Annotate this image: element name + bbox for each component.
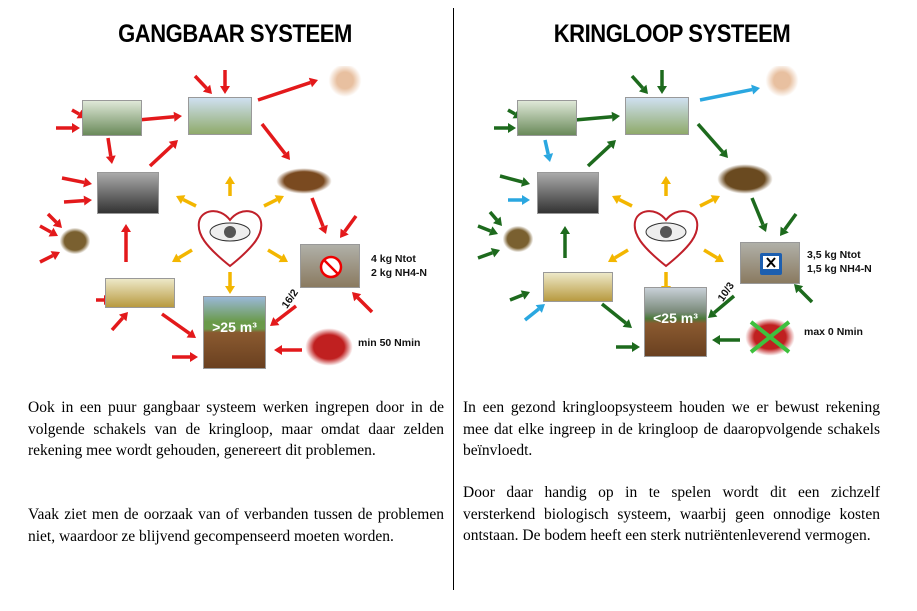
arrow (608, 248, 629, 263)
nutrient-label-1: 3,5 kg Ntot (807, 249, 861, 261)
fertilizer-spreader-image (305, 328, 353, 366)
arrow (630, 74, 648, 94)
woman-drinking-image (328, 66, 362, 102)
silage-image (543, 272, 613, 302)
arrow (586, 140, 616, 168)
arrow (600, 302, 632, 328)
arrow (494, 123, 516, 133)
left-paragraph-1: Ook in een puur gangbaar systeem werken … (28, 399, 444, 459)
arrow (160, 312, 196, 338)
arrow (708, 294, 736, 318)
arrow (257, 77, 318, 102)
arrow (543, 139, 554, 162)
arrow (477, 224, 498, 236)
arrow (699, 195, 720, 208)
arrow (661, 176, 671, 196)
arrow (263, 195, 284, 208)
arrow (657, 70, 667, 94)
nutrient-label-2: 1,5 kg NH4-N (807, 263, 872, 275)
soil-field-image: <25 m³ (644, 287, 707, 357)
arrow (509, 290, 530, 302)
manure-worms-image (717, 164, 773, 194)
arrow (612, 195, 633, 208)
arrow (310, 197, 328, 234)
cow-image (188, 97, 252, 135)
feed-pellets-image (503, 226, 533, 252)
left-title: GANGBAAR SYSTEEM (118, 20, 352, 48)
arrow (780, 212, 798, 236)
arrow (176, 195, 197, 208)
arrow (523, 304, 545, 322)
silage-image (105, 278, 175, 308)
arrow (39, 224, 58, 237)
arrow (225, 176, 235, 196)
fertilizer-label: max 0 Nmin (804, 326, 863, 338)
arrow (499, 174, 530, 187)
arrow (352, 292, 374, 314)
arrow (105, 137, 116, 164)
arrow (574, 111, 620, 122)
arrow (61, 176, 92, 188)
soil-field-image: >25 m³ (203, 296, 266, 369)
woman-drinking-image (765, 66, 799, 102)
arrow (616, 342, 640, 352)
arrow (794, 284, 814, 304)
arrow (270, 304, 298, 326)
arrow (260, 122, 290, 160)
arrow (56, 123, 80, 133)
arrow (172, 248, 193, 263)
arrow (750, 197, 768, 232)
cow-at-feeder-image (517, 100, 577, 136)
arrow (110, 312, 128, 332)
arrow (508, 195, 530, 205)
arrow (121, 224, 131, 262)
right-paragraph-2: Door daar handig op in te spelen wordt d… (463, 484, 880, 544)
nutrient-label-1: 4 kg Ntot (371, 253, 416, 265)
heart-eye-icon (197, 210, 263, 268)
cows-in-barn-image (537, 172, 599, 214)
fertilizer-label: min 50 Nmin (358, 337, 421, 349)
feed-pellets-image (60, 228, 90, 254)
manure-skull-image (276, 168, 332, 194)
arrow (137, 111, 182, 122)
nutrient-label-2: 2 kg NH4-N (371, 267, 428, 279)
arrow (220, 70, 230, 94)
arrow (225, 272, 235, 294)
arrow (148, 140, 178, 168)
field-restaurant-sign-image (740, 242, 800, 284)
arrow (172, 352, 198, 362)
cow-image (625, 97, 689, 135)
arrow (560, 226, 570, 258)
arrow (63, 195, 92, 206)
arrow (699, 84, 760, 102)
restaurant-sign-icon (760, 253, 782, 275)
heart-eye-icon (633, 210, 699, 268)
arrow (39, 251, 60, 264)
volume-label: <25 m³ (653, 310, 698, 326)
cross-icon (749, 320, 791, 354)
arrow (267, 248, 288, 263)
arrow (712, 335, 740, 345)
arrow (340, 214, 358, 238)
right-paragraph-1: In een gezond kringloopsysteem houden we… (463, 399, 880, 459)
arrow (193, 74, 212, 94)
arrow (703, 248, 724, 263)
arrow (46, 212, 62, 228)
left-paragraph-2: Vaak ziet men de oorzaak van of verbande… (28, 506, 444, 545)
divider (453, 8, 454, 590)
right-title: KRINGLOOP SYSTEEM (553, 20, 791, 48)
volume-label: >25 m³ (212, 319, 257, 335)
arrow (488, 210, 502, 226)
arrow (696, 122, 728, 158)
cows-in-barn-image (97, 172, 159, 214)
prohibited-sign-icon (319, 255, 343, 279)
arrow (274, 345, 302, 355)
arrow (477, 248, 500, 260)
field-no-sign-image (300, 244, 360, 288)
cow-at-feeder-image (82, 100, 142, 136)
crossed-out-spreader-image (745, 318, 795, 356)
